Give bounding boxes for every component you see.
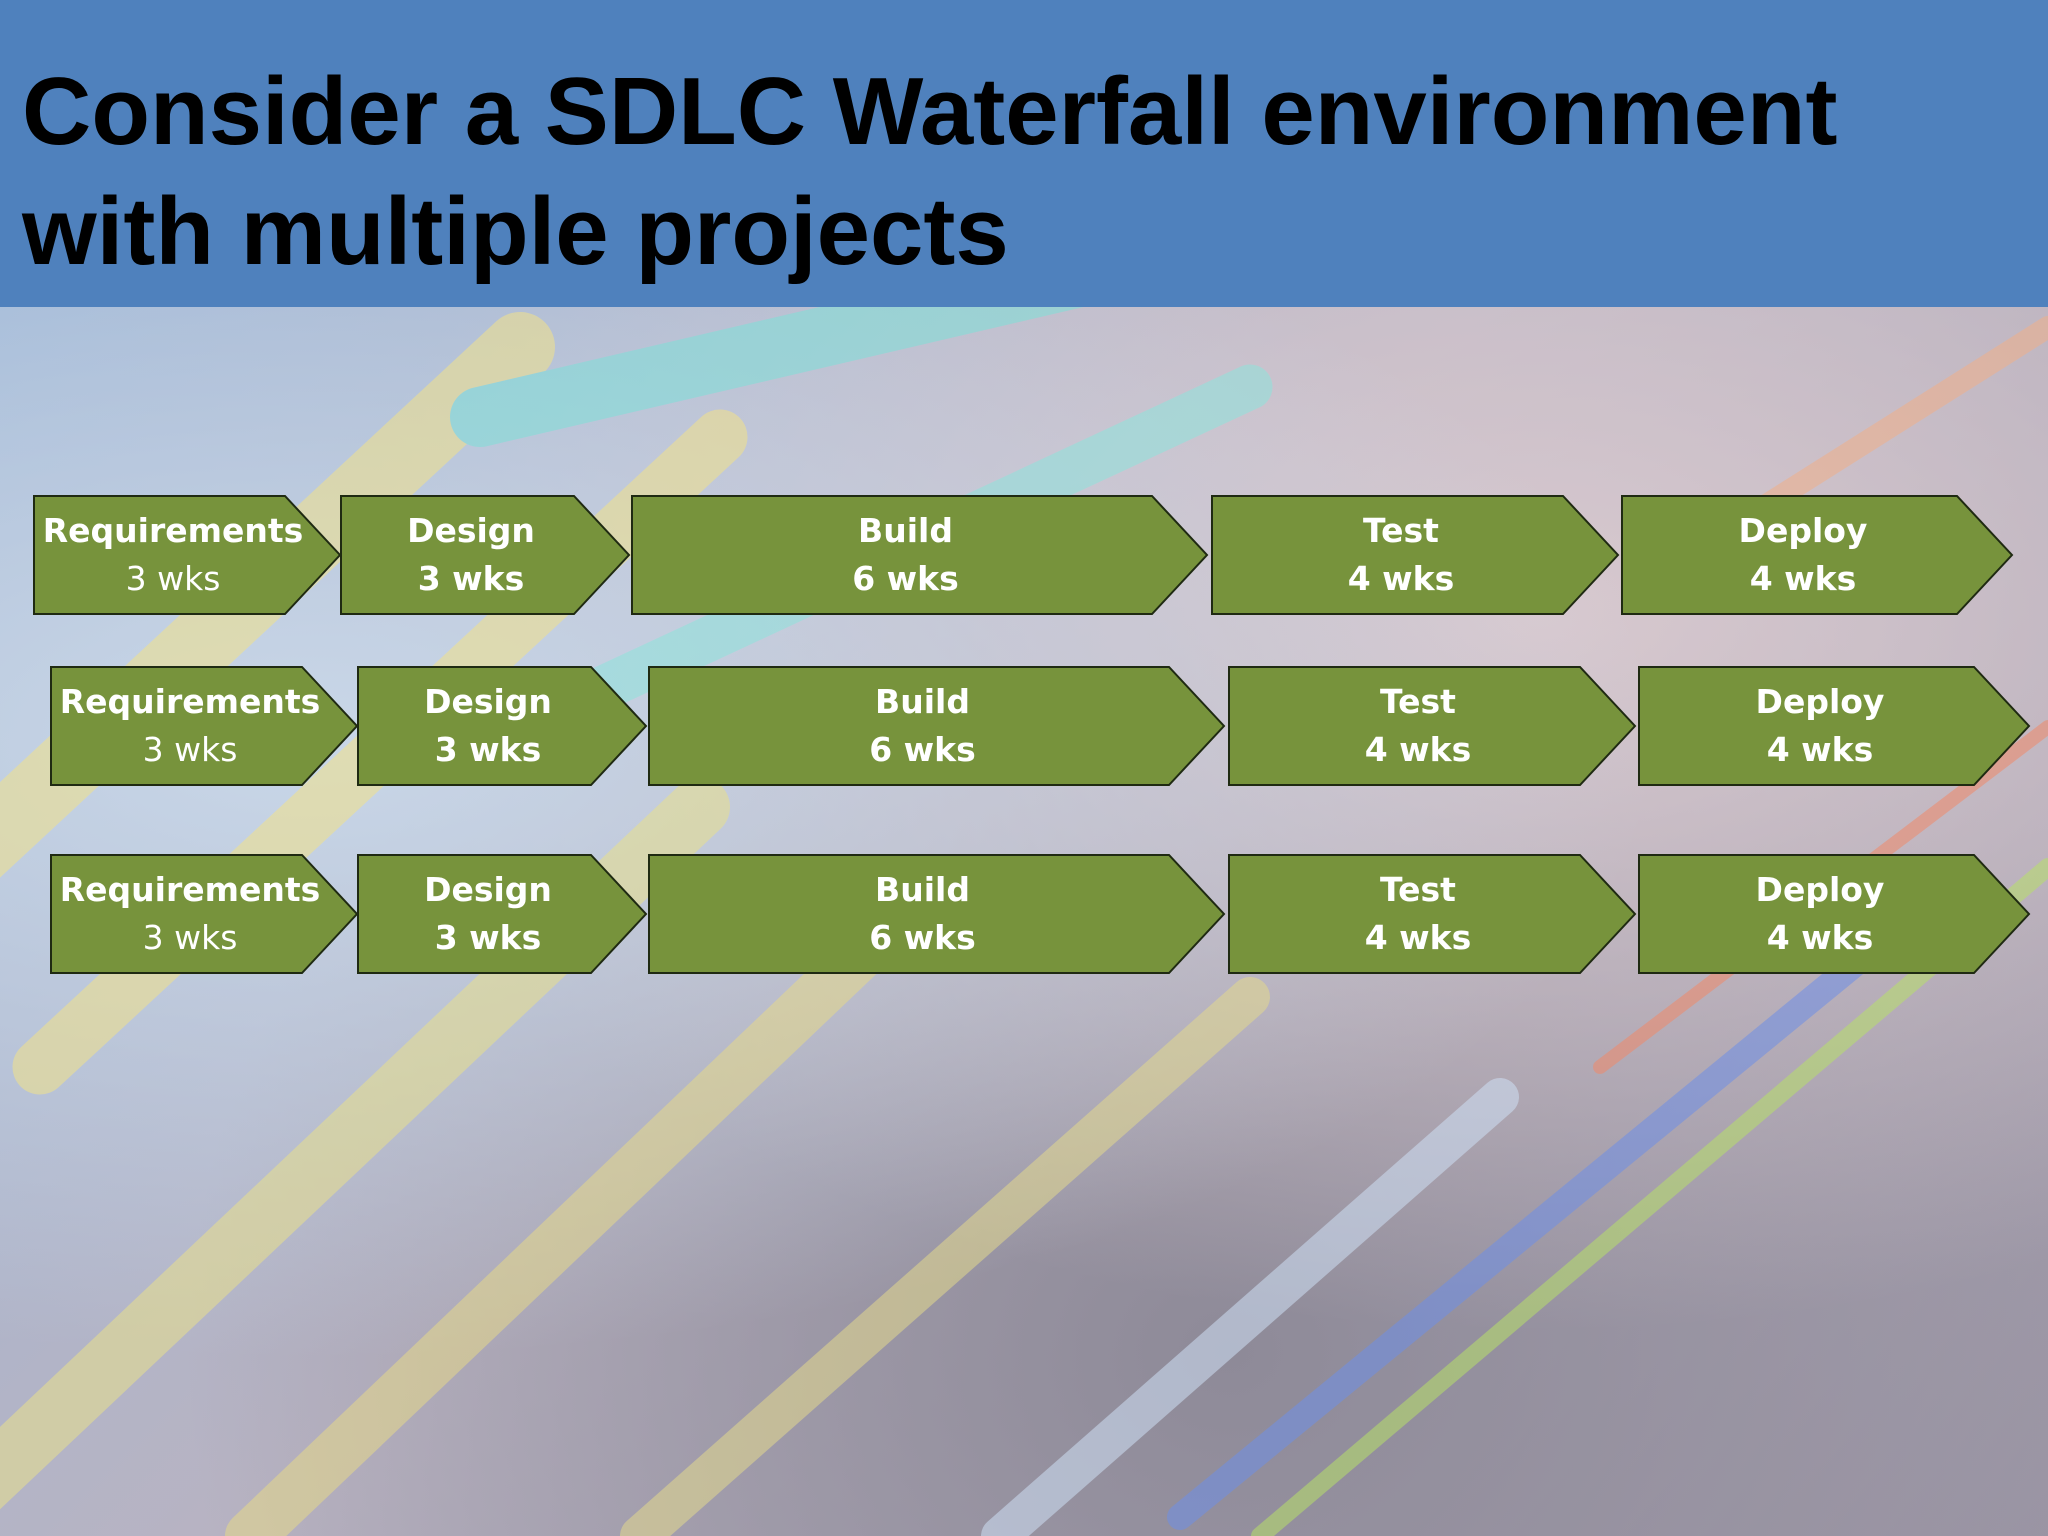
- stage-label: Deploy 4 wks: [1638, 854, 2002, 974]
- stage-name: Deploy: [1755, 682, 1885, 721]
- chevron-polygon: [357, 666, 648, 786]
- stage-duration: 6 wks: [869, 730, 976, 769]
- chevron-polygon: [631, 495, 1209, 615]
- chevron-shape: [1638, 666, 2031, 786]
- stage-name: Build: [875, 682, 970, 721]
- stage-duration: 3 wks: [417, 559, 525, 598]
- chevron-polygon: [648, 666, 1226, 786]
- chevron-polygon: [340, 495, 631, 615]
- chevron-shape: [340, 495, 631, 615]
- chevron-shape: [1211, 495, 1620, 615]
- stage-label: Design 3 wks: [357, 854, 619, 974]
- slide-title: Consider a SDLC Waterfall environment wi…: [22, 58, 1838, 285]
- stage-duration: 3 wks: [434, 730, 542, 769]
- chevron-shape: [1228, 854, 1637, 974]
- chevron-shape: [357, 854, 648, 974]
- stage-design-chevron: Design 3 wks: [357, 666, 648, 786]
- stage-name: Build: [875, 870, 970, 909]
- chevron-shape: [50, 666, 359, 786]
- stage-label: Requirements 3 wks: [33, 495, 313, 615]
- stage-build-chevron: Build 6 wks: [648, 854, 1226, 974]
- chevron-shape: [1621, 495, 2014, 615]
- chevron-shape: [648, 666, 1226, 786]
- stage-name: Requirements: [59, 870, 321, 909]
- stage-duration: 3 wks: [142, 918, 238, 957]
- stage-label: Build 6 wks: [648, 854, 1197, 974]
- stage-name: Deploy: [1738, 511, 1868, 550]
- stage-label: Test 4 wks: [1228, 666, 1608, 786]
- chevron-shape: [1638, 854, 2031, 974]
- stage-build-chevron: Build 6 wks: [648, 666, 1226, 786]
- stage-name: Test: [1380, 870, 1456, 909]
- chevron-polygon: [1228, 854, 1637, 974]
- stage-label: Test 4 wks: [1228, 854, 1608, 974]
- chevron-polygon: [1638, 666, 2031, 786]
- stage-label: Build 6 wks: [631, 495, 1180, 615]
- stage-label: Design 3 wks: [357, 666, 619, 786]
- stage-name: Build: [858, 511, 953, 550]
- stage-label: Deploy 4 wks: [1621, 495, 1985, 615]
- stage-duration: 4 wks: [1749, 559, 1857, 598]
- stage-name: Design: [407, 511, 535, 550]
- chevron-shape: [50, 854, 359, 974]
- chevron-polygon: [50, 666, 359, 786]
- title-bar: Consider a SDLC Waterfall environment wi…: [0, 0, 2048, 307]
- chevron-shape: [648, 854, 1226, 974]
- stage-duration: 6 wks: [869, 918, 976, 957]
- stage-name: Test: [1380, 682, 1456, 721]
- stage-duration: 4 wks: [1347, 559, 1455, 598]
- stage-duration: 3 wks: [125, 559, 221, 598]
- stage-name: Requirements: [42, 511, 304, 550]
- chevron-polygon: [648, 854, 1226, 974]
- stage-label: Deploy 4 wks: [1638, 666, 2002, 786]
- stage-duration: 4 wks: [1364, 918, 1472, 957]
- chevron-polygon: [1228, 666, 1637, 786]
- stage-requirements-chevron: Requirements 3 wks: [33, 495, 342, 615]
- stage-label: Build 6 wks: [648, 666, 1197, 786]
- chevron-shape: [1228, 666, 1637, 786]
- stage-test-chevron: Test 4 wks: [1228, 666, 1637, 786]
- stage-duration: 3 wks: [434, 918, 542, 957]
- stage-duration: 3 wks: [142, 730, 238, 769]
- stage-name: Design: [424, 682, 552, 721]
- chevron-shape: [631, 495, 1209, 615]
- stage-duration: 6 wks: [852, 559, 959, 598]
- stage-name: Requirements: [59, 682, 321, 721]
- stage-requirements-chevron: Requirements 3 wks: [50, 854, 359, 974]
- stage-deploy-chevron: Deploy 4 wks: [1621, 495, 2014, 615]
- stage-name: Test: [1363, 511, 1439, 550]
- chevron-polygon: [357, 854, 648, 974]
- stage-label: Requirements 3 wks: [50, 666, 330, 786]
- stage-label: Test 4 wks: [1211, 495, 1591, 615]
- chevron-polygon: [33, 495, 342, 615]
- stage-duration: 4 wks: [1364, 730, 1472, 769]
- chevron-polygon: [1211, 495, 1620, 615]
- stage-label: Design 3 wks: [340, 495, 602, 615]
- stage-duration: 4 wks: [1766, 730, 1874, 769]
- stage-test-chevron: Test 4 wks: [1228, 854, 1637, 974]
- chevron-polygon: [50, 854, 359, 974]
- stage-design-chevron: Design 3 wks: [357, 854, 648, 974]
- stage-label: Requirements 3 wks: [50, 854, 330, 974]
- stage-design-chevron: Design 3 wks: [340, 495, 631, 615]
- chevron-polygon: [1621, 495, 2014, 615]
- stage-requirements-chevron: Requirements 3 wks: [50, 666, 359, 786]
- chevron-shape: [357, 666, 648, 786]
- chevron-shape: [33, 495, 342, 615]
- stage-duration: 4 wks: [1766, 918, 1874, 957]
- stage-build-chevron: Build 6 wks: [631, 495, 1209, 615]
- stage-name: Deploy: [1755, 870, 1885, 909]
- stage-name: Design: [424, 870, 552, 909]
- stage-deploy-chevron: Deploy 4 wks: [1638, 666, 2031, 786]
- chevron-polygon: [1638, 854, 2031, 974]
- stage-test-chevron: Test 4 wks: [1211, 495, 1620, 615]
- stage-deploy-chevron: Deploy 4 wks: [1638, 854, 2031, 974]
